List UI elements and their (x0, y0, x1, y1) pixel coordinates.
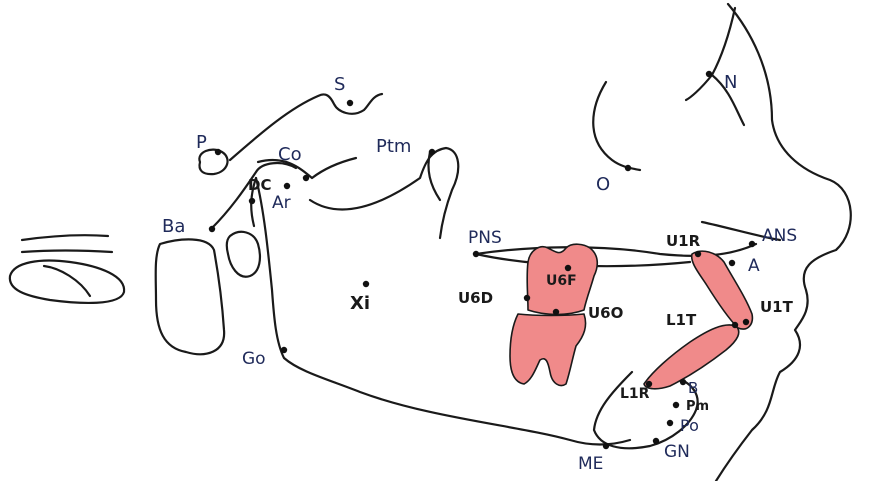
label-o: O (596, 174, 610, 195)
label-b: B (688, 379, 698, 397)
label-u6d: U6D (458, 289, 493, 307)
point-u6d (524, 295, 530, 301)
label-co: Co (278, 144, 302, 165)
label-p: P (196, 132, 207, 153)
point-s (347, 100, 353, 106)
cervical-oval-2 (44, 266, 90, 296)
point-u1t (743, 319, 749, 325)
point-xi (363, 281, 369, 287)
nasion-curve (686, 75, 712, 100)
label-xi: Xi (350, 293, 370, 314)
point-n (706, 71, 712, 77)
point-u1r (695, 251, 701, 257)
vertebra-outline (156, 239, 224, 354)
lower-first-molar (510, 314, 586, 386)
label-dc: DC (248, 176, 271, 194)
nasal-line (712, 8, 744, 125)
label-go: Go (242, 349, 266, 369)
point-ba (209, 226, 215, 232)
label-ptm: Ptm (376, 136, 411, 157)
label-l1r: L1R (620, 386, 650, 402)
label-ba: Ba (162, 216, 185, 237)
sella-turcica (230, 94, 382, 160)
label-me: ME (578, 454, 603, 474)
point-b (680, 379, 686, 385)
label-n: N (724, 72, 737, 93)
point-dc (284, 183, 290, 189)
point-go (281, 347, 287, 353)
label-u1r: U1R (666, 232, 701, 250)
label-pm: Pm (686, 399, 709, 414)
label-u1t: U1T (760, 298, 794, 316)
label-ar: Ar (272, 193, 291, 213)
label-ans: ANS (762, 226, 797, 246)
point-ar (249, 198, 255, 204)
ear-rod-upper (22, 235, 108, 240)
label-u6f: U6F (546, 273, 577, 289)
label-l1t: L1T (666, 311, 697, 329)
ptm-inner (428, 152, 440, 200)
point-l1t (732, 322, 738, 328)
cervical-oval-1 (10, 261, 124, 303)
label-pns: PNS (468, 228, 502, 248)
point-u6o (553, 309, 559, 315)
point-ans (749, 241, 755, 247)
point-gn (653, 438, 659, 444)
point-pm (673, 402, 679, 408)
point-p (215, 149, 221, 155)
label-s: S (334, 74, 345, 95)
upper-central-incisor (692, 251, 753, 329)
point-u6f (565, 265, 571, 271)
point-co (303, 175, 309, 181)
point-a (729, 260, 735, 266)
articular-eminence (227, 232, 260, 277)
point-pns (473, 251, 479, 257)
label-u6o: U6O (588, 304, 623, 322)
point-o (625, 165, 631, 171)
point-po (667, 420, 673, 426)
point-ptm (429, 149, 435, 155)
ear-rod-lower (22, 251, 112, 253)
label-po: Po (680, 416, 699, 435)
label-gn: GN (664, 442, 690, 462)
point-me (603, 443, 609, 449)
label-a: A (748, 256, 760, 276)
orbit-outline (593, 82, 640, 170)
porion-outline (199, 150, 227, 175)
